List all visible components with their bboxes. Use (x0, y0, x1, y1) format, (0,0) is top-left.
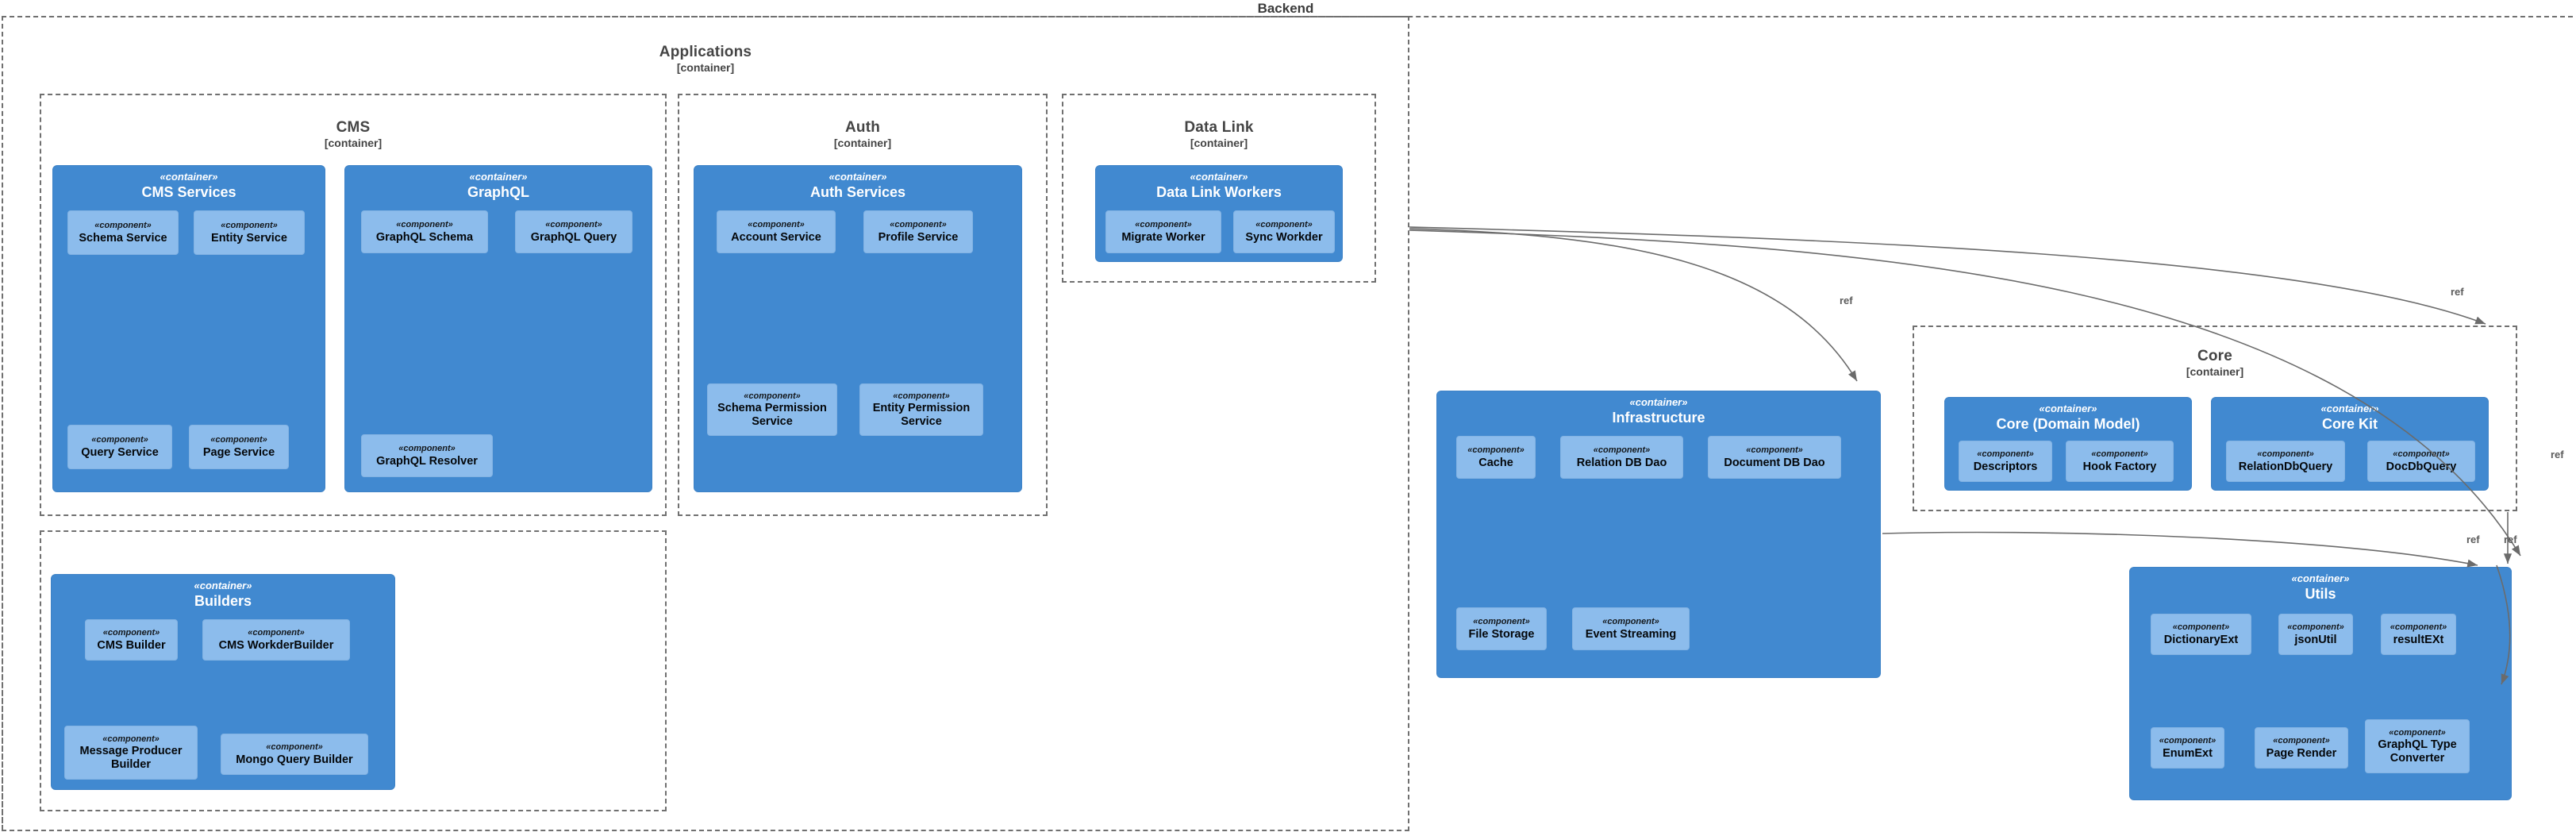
component-entity-service[interactable]: «component» Entity Service (194, 210, 305, 255)
boundary-auth-title: Auth [container] (833, 119, 892, 150)
edge-label-ref-1: ref (1840, 295, 1853, 306)
component-schema-service[interactable]: «component» Schema Service (67, 210, 179, 255)
component-graphql-type-converter[interactable]: «component» GraphQL Type Converter (2365, 719, 2470, 773)
boundary-data-link-title: Data Link [container] (1184, 119, 1254, 150)
container-builders[interactable]: «container» Builders «component» CMS Bui… (51, 574, 395, 790)
container-auth-services[interactable]: «container» Auth Services «component» Ac… (694, 165, 1022, 492)
edge-label-ref-2: ref (2451, 286, 2464, 298)
component-resultext[interactable]: «component» resultEXt (2381, 614, 2456, 655)
component-event-streaming[interactable]: «component» Event Streaming (1572, 607, 1690, 650)
component-relation-db-dao[interactable]: «component» Relation DB Dao (1560, 436, 1683, 479)
component-migrate-worker[interactable]: «component» Migrate Worker (1105, 210, 1221, 253)
container-core-kit-header: «container» Core Kit (2320, 403, 2379, 433)
edge-label-ref-5: ref (2551, 449, 2564, 460)
boundary-builders-area (40, 530, 667, 811)
component-docdbquery[interactable]: «component» DocDbQuery (2367, 441, 2475, 482)
boundary-core-title: Core [container] (2186, 348, 2244, 379)
component-cache[interactable]: «component» Cache (1456, 436, 1536, 479)
container-infrastructure-header: «container» Infrastructure (1612, 396, 1705, 426)
container-infrastructure[interactable]: «container» Infrastructure «component» C… (1436, 391, 1881, 678)
component-enumext[interactable]: «component» EnumExt (2151, 727, 2224, 769)
component-cms-builder[interactable]: «component» CMS Builder (85, 619, 178, 661)
container-auth-services-header: «container» Auth Services (809, 171, 906, 201)
container-utils-header: «container» Utils (2291, 572, 2350, 603)
container-core-kit[interactable]: «container» Core Kit «component» Relatio… (2211, 397, 2489, 491)
component-page-service[interactable]: «component» Page Service (189, 425, 289, 469)
component-sync-workder[interactable]: «component» Sync Workder (1233, 210, 1335, 253)
component-page-render[interactable]: «component» Page Render (2255, 727, 2348, 769)
edge-label-ref-4: ref (2504, 534, 2517, 545)
component-hook-factory[interactable]: «component» Hook Factory (2066, 441, 2174, 482)
component-cms-workderbuilder[interactable]: «component» CMS WorkderBuilder (202, 619, 350, 661)
component-descriptors[interactable]: «component» Descriptors (1959, 441, 2052, 482)
component-graphql-resolver[interactable]: «component» GraphQL Resolver (361, 434, 493, 477)
container-data-link-workers-header: «container» Data Link Workers (1156, 171, 1282, 201)
component-query-service[interactable]: «component» Query Service (67, 425, 172, 469)
container-graphql[interactable]: «container» GraphQL «component» GraphQL … (344, 165, 652, 492)
diagram-title: Backend (1257, 1, 1314, 16)
component-graphql-schema[interactable]: «component» GraphQL Schema (361, 210, 488, 253)
container-core-domain-model-header: «container» Core (Domain Model) (1996, 403, 2140, 433)
component-profile-service[interactable]: «component» Profile Service (863, 210, 973, 253)
component-file-storage[interactable]: «component» File Storage (1456, 607, 1547, 650)
component-relationdbquery[interactable]: «component» RelationDbQuery (2226, 441, 2345, 482)
boundary-cms-title: CMS [container] (324, 119, 383, 150)
container-utils[interactable]: «container» Utils «component» Dictionary… (2129, 567, 2512, 800)
container-builders-header: «container» Builders (194, 580, 252, 610)
component-dictionaryext[interactable]: «component» DictionaryExt (2151, 614, 2251, 655)
container-graphql-header: «container» GraphQL (467, 171, 529, 201)
component-schema-permission-service[interactable]: «component» Schema Permission Service (707, 383, 837, 436)
component-account-service[interactable]: «component» Account Service (717, 210, 836, 253)
container-cms-services[interactable]: «container» CMS Services «component» Sch… (52, 165, 325, 492)
container-cms-services-header: «container» CMS Services (141, 171, 236, 201)
component-document-db-dao[interactable]: «component» Document DB Dao (1708, 436, 1841, 479)
component-message-producer-builder[interactable]: «component» Message Producer Builder (64, 726, 198, 780)
component-jsonutil[interactable]: «component» jsonUtil (2278, 614, 2353, 655)
edge-label-ref-3: ref (2466, 534, 2480, 545)
container-data-link-workers[interactable]: «container» Data Link Workers «component… (1095, 165, 1343, 262)
component-graphql-query[interactable]: «component» GraphQL Query (515, 210, 632, 253)
component-mongo-query-builder[interactable]: «component» Mongo Query Builder (221, 734, 368, 775)
container-core-domain-model[interactable]: «container» Core (Domain Model) «compone… (1944, 397, 2192, 491)
component-entity-permission-service[interactable]: «component» Entity Permission Service (859, 383, 983, 436)
boundary-applications-title: Applications [container] (659, 44, 752, 75)
